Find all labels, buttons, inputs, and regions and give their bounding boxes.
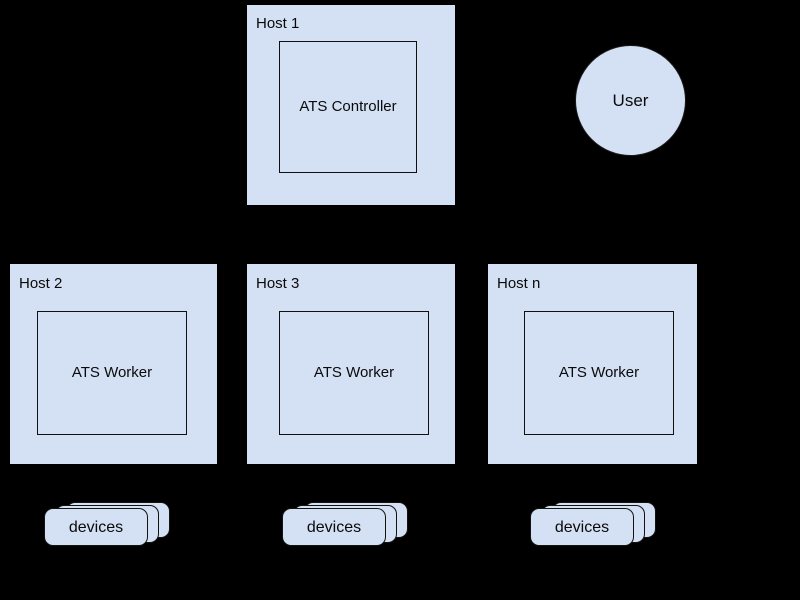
devices-label-2: devices bbox=[306, 518, 362, 536]
component-box-ats-worker-n[interactable]: ATS Worker bbox=[524, 311, 674, 435]
host-box-worker-2[interactable]: Host 3 ATS Worker bbox=[247, 264, 455, 464]
component-label-ats-controller: ATS Controller bbox=[299, 98, 397, 115]
host-label-1: Host 1 bbox=[256, 15, 300, 32]
component-box-ats-worker-1[interactable]: ATS Worker bbox=[37, 311, 187, 435]
devices-stack-n[interactable]: devices bbox=[530, 502, 656, 546]
component-label-ats-worker-2: ATS Worker bbox=[313, 364, 395, 381]
component-box-ats-controller[interactable]: ATS Controller bbox=[279, 41, 417, 173]
host-box-worker-n[interactable]: Host n ATS Worker bbox=[488, 264, 697, 464]
host-label-2: Host 2 bbox=[19, 275, 63, 292]
host-box-controller[interactable]: Host 1 ATS Controller bbox=[247, 5, 455, 205]
host-label-3: Host 3 bbox=[256, 275, 300, 292]
devices-stack-layer-front[interactable]: devices bbox=[282, 508, 386, 546]
actor-label-user: User bbox=[612, 90, 649, 110]
devices-stack-layer-front[interactable]: devices bbox=[44, 508, 148, 546]
devices-stack-layer-front[interactable]: devices bbox=[530, 508, 634, 546]
devices-stack-1[interactable]: devices bbox=[44, 502, 170, 546]
devices-label-n: devices bbox=[554, 518, 610, 536]
devices-stack-2[interactable]: devices bbox=[282, 502, 408, 546]
actor-user[interactable]: User bbox=[575, 45, 686, 156]
component-label-ats-worker-n: ATS Worker bbox=[558, 364, 640, 381]
component-box-ats-worker-2[interactable]: ATS Worker bbox=[279, 311, 429, 435]
host-box-worker-1[interactable]: Host 2 ATS Worker bbox=[10, 264, 217, 464]
devices-label-1: devices bbox=[68, 518, 124, 536]
host-label-n: Host n bbox=[497, 275, 541, 292]
component-label-ats-worker-1: ATS Worker bbox=[71, 364, 153, 381]
